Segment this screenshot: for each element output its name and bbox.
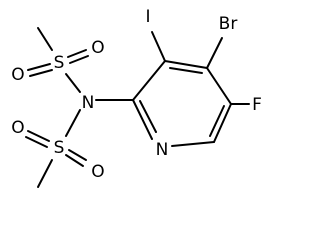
bond-c2-c3 [132,60,166,101]
bond-stop-o-left-2 [29,69,53,77]
atom-n-ring: N [156,140,169,160]
atom-f: F [252,95,262,115]
atom-i: I [145,7,150,27]
bond-n-c2 [132,99,153,140]
bond-c4-br [206,37,223,69]
bond-stop-o-right-2 [69,55,89,64]
bond-c4-c5 [206,67,232,105]
bond-c3-c4 [164,60,208,69]
bond-c3-c4-inner [169,67,203,74]
bond-stop-methyl [37,27,53,51]
bond-namide-stop [65,73,81,93]
bond-c3-i [151,31,166,62]
bond-namide-sbottom [65,109,81,137]
bond-stop-o-left [27,63,51,71]
chemical-structure: Br I F N N S O O S O O [11,7,262,188]
atom-o-top-right: O [91,38,104,58]
atom-o-bottom-right: O [91,162,104,182]
bond-stop-o-right [67,49,87,58]
bond-sbottom-methyl [37,159,53,188]
bond-c5-c6 [213,103,232,143]
atom-o-bottom-left: O [11,118,24,138]
bond-sbottom-o-right-2 [65,154,84,167]
bond-sbottom-o-left-2 [25,136,48,148]
atom-s-top: S [54,53,65,73]
bond-sbottom-o-left [27,130,50,142]
atom-o-top-left: O [11,65,24,85]
atom-n-amide: N [82,93,95,113]
atom-s-bottom: S [54,138,65,158]
bond-c5-c6-inner [209,105,225,137]
bond-sbottom-o-right [68,149,87,161]
bond-n-c2-inner [139,100,157,133]
bond-c6-n [171,141,215,147]
atom-br: Br [219,14,238,34]
